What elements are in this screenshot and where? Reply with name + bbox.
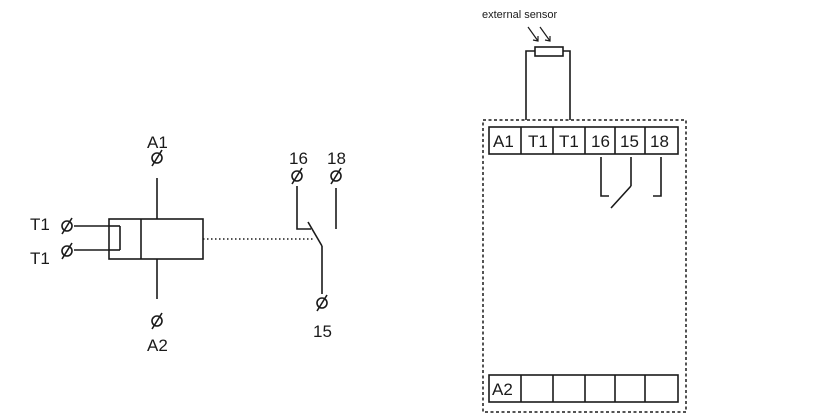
internal-contact bbox=[600, 157, 662, 209]
terminal-t1-lower-label: T1 bbox=[30, 249, 50, 268]
top-terminal-label: 16 bbox=[591, 132, 610, 151]
terminal-t1-upper-label: T1 bbox=[30, 215, 50, 234]
top-terminal-label: 15 bbox=[620, 132, 639, 151]
wiring-diagram: external sensor A1 T1 T1 16 15 18 bbox=[482, 9, 687, 413]
top-terminal-block: A1 T1 T1 16 15 18 bbox=[488, 126, 679, 155]
bottom-terminal-block: A2 bbox=[488, 374, 679, 403]
sensor-wire-left bbox=[525, 50, 535, 120]
contact-18-label: 18 bbox=[327, 149, 346, 168]
top-terminal-label: T1 bbox=[528, 132, 548, 151]
contact-15-symbol bbox=[316, 294, 328, 312]
external-sensor-symbol bbox=[534, 46, 564, 57]
contact-16-label: 16 bbox=[289, 149, 308, 168]
external-sensor-label: external sensor bbox=[482, 9, 558, 21]
sensor-arrows-icon bbox=[527, 26, 551, 42]
relay-schematic: A1 A2 T1 T1 bbox=[30, 133, 346, 355]
contact-16-symbol bbox=[291, 167, 303, 185]
sensor-wire-right bbox=[563, 50, 571, 120]
wire-contact-16 bbox=[296, 186, 311, 230]
terminal-block-outline bbox=[488, 126, 679, 155]
bottom-terminal-outline bbox=[488, 374, 679, 403]
switch-arm bbox=[307, 221, 323, 247]
contact-18-symbol bbox=[330, 167, 342, 185]
top-terminal-label: T1 bbox=[559, 132, 579, 151]
top-terminal-label: A1 bbox=[493, 132, 514, 151]
terminal-t1-upper-symbol bbox=[61, 217, 73, 235]
device-housing bbox=[482, 119, 687, 413]
terminal-t1-lower-symbol bbox=[61, 242, 73, 260]
contact-15-label: 15 bbox=[313, 322, 332, 341]
terminal-a1-symbol bbox=[151, 149, 163, 167]
bottom-terminal-label: A2 bbox=[492, 380, 513, 399]
relay-coil-body bbox=[108, 218, 204, 260]
terminal-a1-label: A1 bbox=[147, 133, 168, 152]
terminal-a2-label: A2 bbox=[147, 336, 168, 355]
top-terminal-label: 18 bbox=[650, 132, 669, 151]
terminal-a2-symbol bbox=[151, 312, 163, 330]
